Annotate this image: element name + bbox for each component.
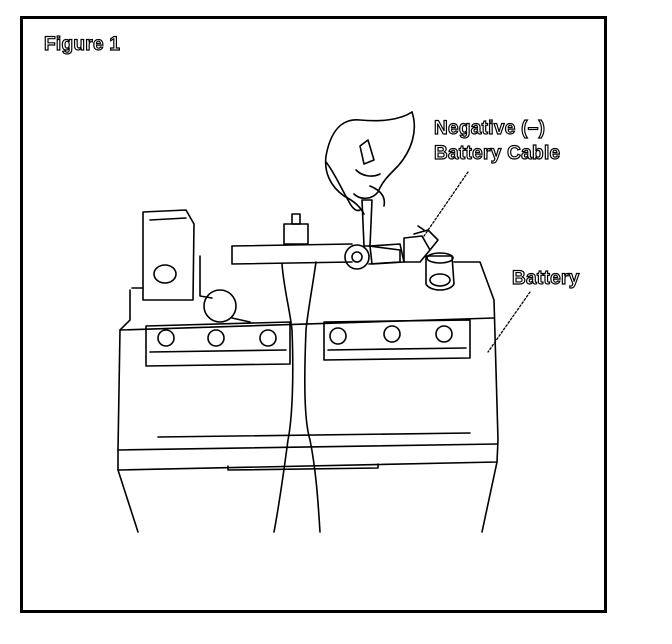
figure-frame [20,16,607,613]
battery-body [117,261,499,533]
hold-down-strap [231,213,353,533]
vent-strip-left [145,321,291,367]
figure-title: Figure 1 [43,33,121,55]
positive-terminal-cover [131,209,213,301]
negative-cable-label-line2: Battery Cable [433,142,561,164]
leader-lines [423,171,531,353]
hand [324,111,416,215]
vent-strip-right [323,319,471,361]
battery-label: Battery [511,267,580,289]
negative-cable-clamp [369,225,439,265]
negative-cable-label: Negative (–) Battery Cable [433,116,561,166]
leader-battery [487,291,531,353]
negative-cable-label-line1: Negative (–) [433,117,546,139]
negative-terminal [425,252,455,291]
leader-negative-cable [423,171,469,237]
wrench [344,199,401,270]
vent-cap-left [203,289,251,323]
